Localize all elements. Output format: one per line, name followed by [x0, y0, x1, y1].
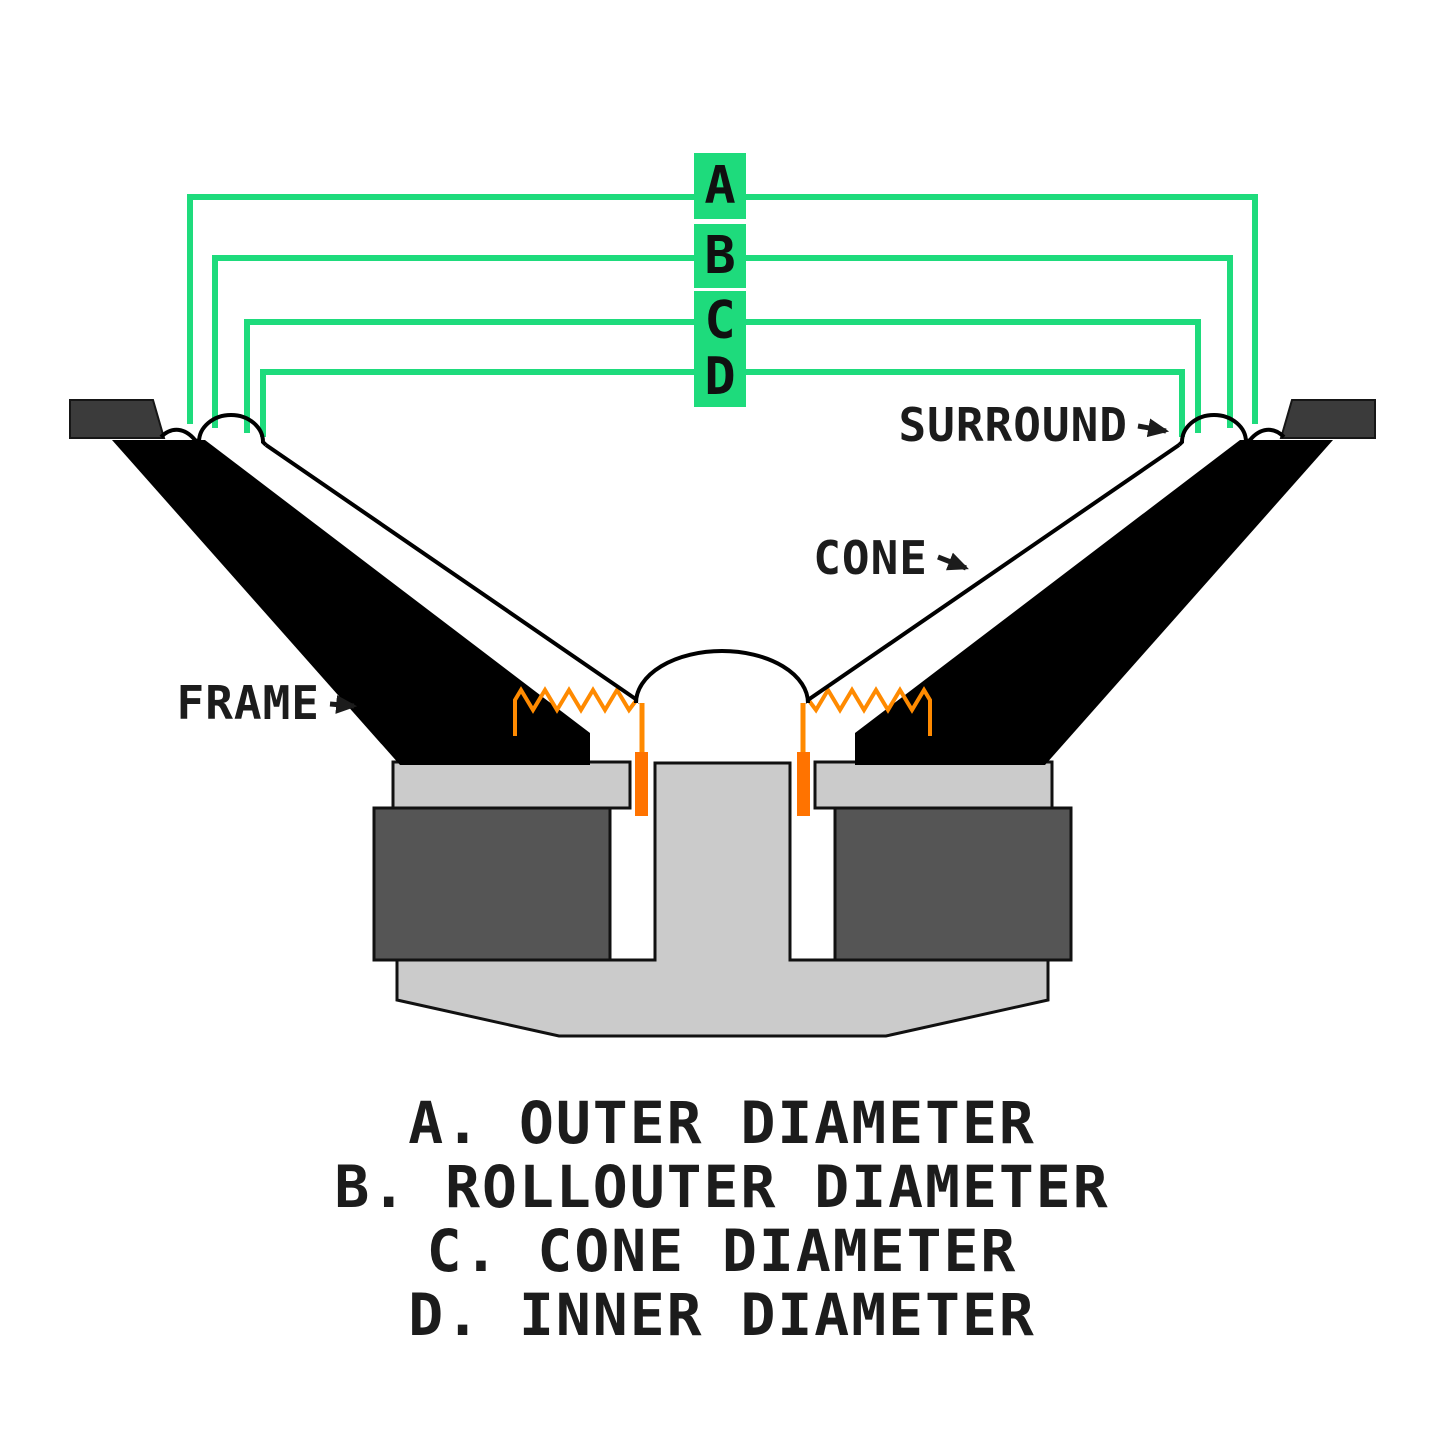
mounting-flange-left	[69, 399, 166, 439]
cone-wall-right	[803, 443, 1181, 704]
cone-wall-left	[264, 443, 642, 704]
spider-left	[513, 686, 640, 736]
frame-arrow-icon	[329, 695, 358, 714]
legend-line-c: C. CONE DIAMETER	[427, 1217, 1018, 1285]
measurement-letter-b: B	[704, 226, 735, 286]
surround-label: SURROUND	[898, 398, 1128, 452]
measurement-box-a	[694, 153, 746, 219]
measurement-box-c	[694, 291, 746, 351]
mounting-flange-right	[1279, 399, 1376, 439]
surround-roll-left	[159, 413, 268, 447]
cone-arrow-icon	[937, 552, 969, 571]
magnet-left	[372, 806, 612, 962]
cone-label: CONE	[813, 531, 928, 585]
part-label-group: SURROUND CONE FRAME	[177, 398, 1170, 730]
speaker-cross-section	[69, 399, 1376, 1038]
legend-line-a: A. OUTER DIAMETER	[408, 1089, 1036, 1157]
legend-line-d: D. INNER DIAMETER	[408, 1281, 1036, 1349]
legend: A. OUTER DIAMETER B. ROLLOUTER DIAMETER …	[334, 1089, 1109, 1349]
voice-coil-winding-right	[797, 752, 810, 816]
top-plate-left	[391, 760, 632, 810]
measurement-letter-d: D	[704, 347, 735, 407]
surround-arrow-icon	[1137, 418, 1170, 438]
top-plate-right	[813, 760, 1054, 810]
voice-coil-winding-left	[635, 752, 648, 816]
measurement-letter-a: A	[704, 156, 735, 216]
magnet-right	[833, 806, 1073, 962]
measurement-letter-c: C	[704, 291, 735, 351]
spider-right	[805, 686, 932, 736]
frame-basket-left	[112, 440, 590, 765]
dust-cap	[634, 649, 810, 704]
surround-roll-right	[1177, 413, 1286, 447]
measurement-letter-boxes: A B C D	[694, 153, 746, 407]
measurement-box-d	[694, 347, 746, 407]
legend-line-b: B. ROLLOUTER DIAMETER	[334, 1153, 1109, 1221]
frame-basket-right	[855, 440, 1333, 765]
measurement-box-b	[694, 224, 746, 288]
frame-label: FRAME	[177, 676, 320, 730]
